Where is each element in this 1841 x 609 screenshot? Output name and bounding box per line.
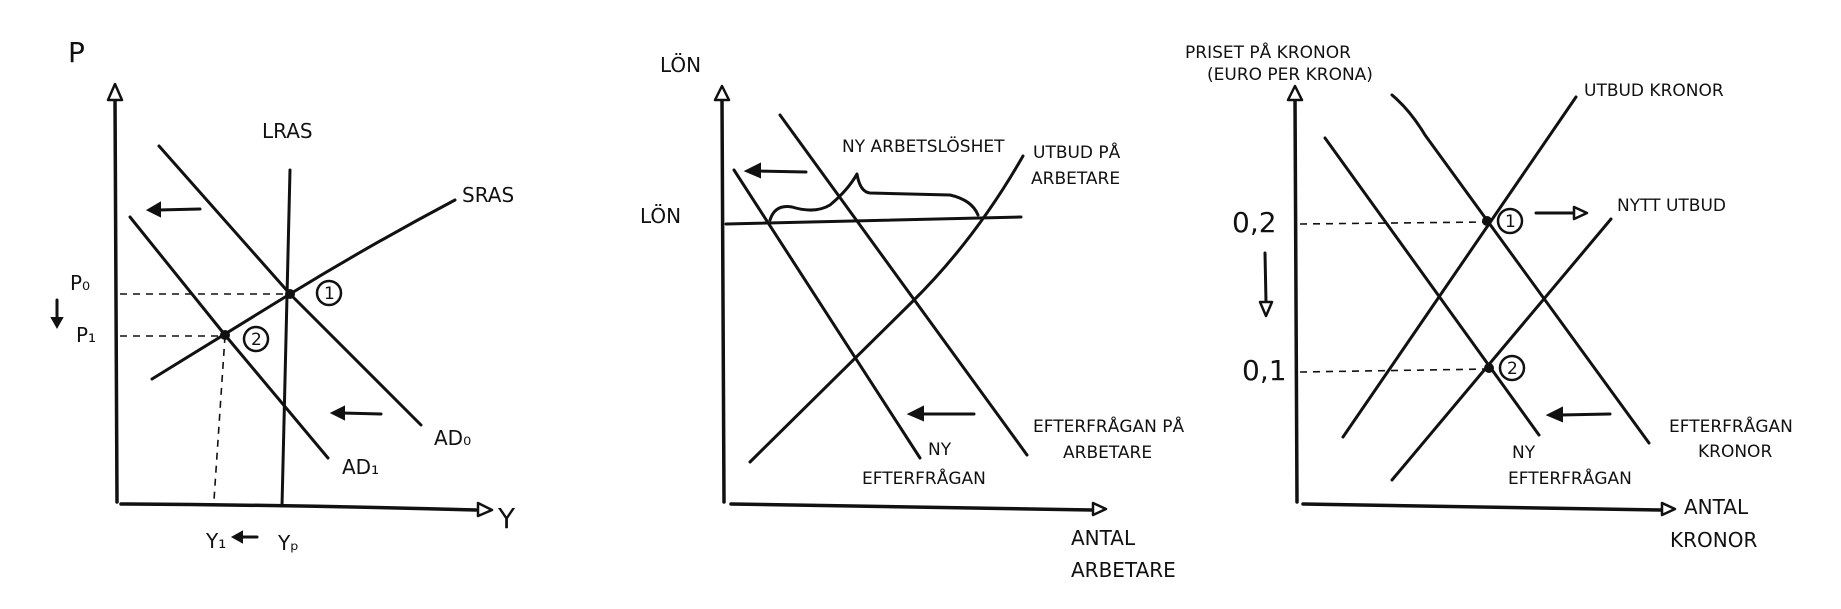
new-krona-supply-curve: [1390, 217, 1613, 482]
x-axis-arrowhead-icon: [476, 501, 494, 518]
y-axis-arrowhead-icon: [713, 84, 731, 102]
demand-label-line1: EFTERFRÅGAN: [1669, 415, 1793, 437]
point-1-number: 1: [1505, 212, 1516, 232]
supply-right-arrow-icon: [1534, 205, 1589, 221]
demand-label-line2: KRONOR: [1698, 442, 1772, 462]
y-axis-label: LÖN: [660, 53, 701, 77]
y-axis-label-line2: (EURO PER KRONA): [1207, 65, 1373, 85]
equilibrium-point-2: [1484, 363, 1494, 373]
shift-left-arrow-icon: [329, 405, 383, 421]
new-demand-label-line1: NY: [1512, 443, 1536, 463]
ad0-label: AD₀: [434, 426, 471, 450]
price-high-dashed-line: [1299, 221, 1488, 225]
krona-supply-curve: [1341, 95, 1578, 439]
lras-label: LRAS: [262, 119, 313, 143]
demand-label-line2: ARBETARE: [1063, 443, 1152, 463]
new-demand-label-line2: EFTERFRÅGAN: [862, 467, 986, 489]
shift-left-arrow-icon: [145, 201, 202, 218]
y-axis-label: P: [68, 36, 85, 69]
sras-label: SRAS: [462, 183, 514, 207]
new-supply-label: NYTT UTBUD: [1617, 196, 1726, 216]
p0-label: P₀: [70, 271, 90, 295]
ad-as-diagram: P Y LRAS SRAS AD₀ AD₁ 1 2 P₀ P₁: [50, 36, 516, 555]
labour-market-diagram: LÖN ANTAL ARBETARE LÖN UTBUD PÅ ARBETARE…: [640, 53, 1185, 582]
point-2-number: 2: [251, 330, 262, 350]
y-axis-arrowhead-icon: [1286, 84, 1304, 102]
x-axis-label-line1: ANTAL: [1071, 526, 1136, 550]
new-krona-demand-curve: [1323, 136, 1541, 437]
unemployment-brace: [768, 172, 980, 222]
new-demand-label-line1: NY: [928, 440, 952, 460]
point-1-number: 1: [324, 284, 335, 304]
x-axis-label-line2: ARBETARE: [1071, 558, 1176, 582]
x-axis-label-line2: KRONOR: [1670, 528, 1757, 552]
price-high-label: 0,2: [1232, 206, 1277, 239]
yp-label: Yₚ: [277, 531, 299, 555]
point-1-marker: [315, 279, 343, 307]
supply-label-line2: ARBETARE: [1031, 169, 1120, 189]
y1-label: Y₁: [205, 529, 226, 553]
x-axis: [119, 502, 478, 512]
point-2-marker: [1498, 354, 1526, 382]
price-down-arrow-icon: [1258, 251, 1274, 318]
point-2-number: 2: [1507, 359, 1518, 379]
demand-label-line1: EFTERFRÅGAN PÅ: [1033, 415, 1185, 437]
x-axis: [729, 502, 1094, 512]
y-axis: [720, 97, 726, 504]
new-labour-demand-curve: [732, 168, 922, 460]
point-2-marker: [242, 325, 270, 353]
x-axis-arrowhead-icon: [1091, 501, 1108, 517]
equilibrium-point-1: [1482, 216, 1492, 226]
shift-left-arrow-icon: [906, 405, 976, 422]
y-axis-arrowhead-icon: [106, 82, 124, 102]
x-axis-label: Y: [497, 502, 516, 535]
equilibrium-point-2: [220, 330, 230, 340]
x-axis-label-line1: ANTAL: [1684, 495, 1749, 519]
labour-supply-curve: [748, 154, 1025, 464]
y-axis-label-line1: PRISET PÅ KRONOR: [1185, 41, 1351, 63]
y1-dashed-line: [213, 335, 226, 501]
point-1-marker: [1496, 207, 1524, 235]
currency-market-diagram: PRISET PÅ KRONOR (EURO PER KRONA) ANTAL …: [1185, 41, 1793, 552]
lras-curve: [280, 168, 292, 508]
supply-label: UTBUD KRONOR: [1584, 81, 1724, 101]
wage-line: [724, 215, 1023, 226]
x-axis-arrowhead-icon: [1660, 501, 1677, 517]
labour-demand-curve: [778, 113, 1029, 457]
wage-label: LÖN: [640, 204, 681, 228]
equilibrium-point-1: [285, 289, 295, 299]
krona-demand-curve: [1390, 93, 1651, 445]
p1-label: P₁: [76, 323, 96, 347]
y-axis: [1293, 95, 1299, 504]
shift-left-arrow-icon: [743, 162, 808, 179]
y-axis: [113, 95, 119, 504]
output-left-arrow-icon: [230, 530, 259, 544]
ad1-label: AD₁: [342, 455, 379, 479]
unemployment-label: NY ARBETSLÖSHET: [842, 135, 1005, 157]
price-down-arrow-icon: [50, 298, 64, 330]
new-demand-label-line2: EFTERFRÅGAN: [1508, 467, 1632, 489]
x-axis: [1301, 502, 1663, 512]
price-low-label: 0,1: [1242, 354, 1287, 387]
demand-left-arrow-icon: [1545, 406, 1612, 423]
supply-label-line1: UTBUD PÅ: [1033, 141, 1121, 163]
price-low-dashed-line: [1299, 368, 1490, 373]
sras-curve: [150, 198, 457, 381]
